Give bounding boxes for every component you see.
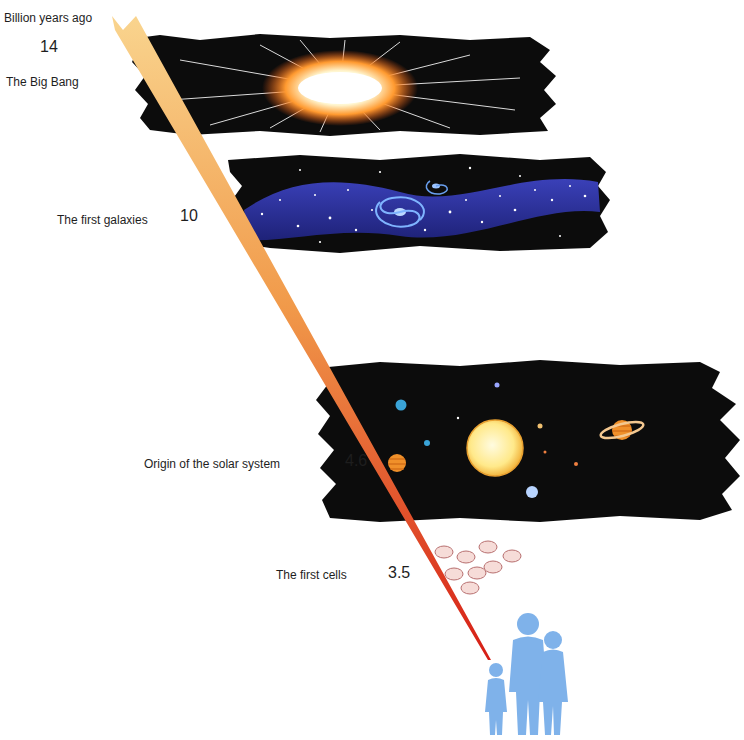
label-slot: Origin of the solar system — [144, 454, 280, 472]
galaxy-band — [244, 179, 600, 240]
planet — [538, 424, 543, 429]
star — [569, 185, 571, 187]
star — [297, 225, 300, 228]
planet — [526, 486, 538, 498]
label-slot: Billion years ago — [4, 8, 92, 26]
planet — [457, 417, 459, 419]
galaxy-arm — [376, 202, 420, 227]
sun — [467, 420, 523, 476]
star — [559, 235, 561, 237]
year-number: 3.5 — [388, 564, 410, 581]
star — [584, 195, 587, 198]
small-galaxy — [426, 181, 447, 194]
star — [261, 213, 263, 215]
star — [469, 167, 471, 169]
star — [299, 169, 301, 171]
star — [347, 189, 349, 191]
cell — [457, 551, 475, 563]
label-slot: 14 — [40, 37, 58, 56]
people-silhouettes — [485, 613, 568, 735]
stars — [261, 167, 587, 243]
year-number: 10 — [180, 207, 198, 224]
star — [279, 199, 281, 201]
star — [481, 221, 483, 223]
galaxy-arm — [426, 181, 447, 194]
axis-title: Billion years ago — [4, 11, 92, 25]
cell — [484, 561, 502, 573]
event-label: The first cells — [276, 568, 347, 582]
planet — [544, 451, 547, 454]
star — [519, 175, 521, 177]
person-head — [489, 663, 503, 677]
star — [319, 241, 321, 243]
saturn — [599, 419, 645, 442]
star — [355, 229, 357, 231]
star — [534, 189, 536, 191]
event-label: The Big Bang — [6, 75, 79, 89]
label-slot: 3.5 — [388, 563, 410, 582]
person-head — [517, 613, 539, 635]
label-slot: The first cells — [276, 565, 347, 583]
planet — [388, 454, 406, 472]
star — [465, 199, 467, 201]
event-label: Origin of the solar system — [144, 457, 280, 471]
cell — [461, 582, 479, 594]
spiral-galaxy — [376, 197, 424, 226]
explosion-glow — [262, 50, 418, 126]
space-panel — [316, 360, 740, 522]
label-slot: 4.6 — [345, 451, 367, 470]
person-head — [544, 631, 562, 649]
star — [371, 209, 373, 211]
cell — [479, 541, 497, 553]
star — [329, 217, 332, 220]
star — [424, 229, 426, 231]
star — [449, 211, 452, 214]
cell — [435, 546, 453, 558]
space-panel — [228, 154, 610, 253]
planet — [574, 462, 578, 466]
planet — [424, 440, 430, 446]
event-label: The first galaxies — [57, 213, 148, 227]
cell — [468, 567, 486, 579]
big-bang-rays — [170, 40, 520, 132]
label-slot: 10 — [180, 206, 198, 225]
planet-stripes — [388, 459, 406, 469]
star — [314, 194, 316, 196]
cell — [445, 568, 463, 580]
person-body — [538, 650, 568, 736]
star — [514, 209, 517, 212]
timeline-wedge — [112, 16, 491, 660]
galaxy-arm — [380, 197, 424, 220]
year-number: 14 — [40, 38, 58, 55]
planet — [495, 383, 500, 388]
cell — [503, 550, 521, 562]
planet — [396, 400, 407, 411]
year-number: 4.6 — [345, 452, 367, 469]
star — [499, 195, 501, 197]
star — [379, 171, 381, 173]
person-body — [485, 678, 507, 735]
star — [551, 199, 553, 201]
label-slot: The first galaxies — [57, 210, 148, 228]
label-slot: The Big Bang — [6, 72, 79, 90]
planet-ring — [599, 419, 645, 442]
explosion-core — [298, 72, 382, 104]
